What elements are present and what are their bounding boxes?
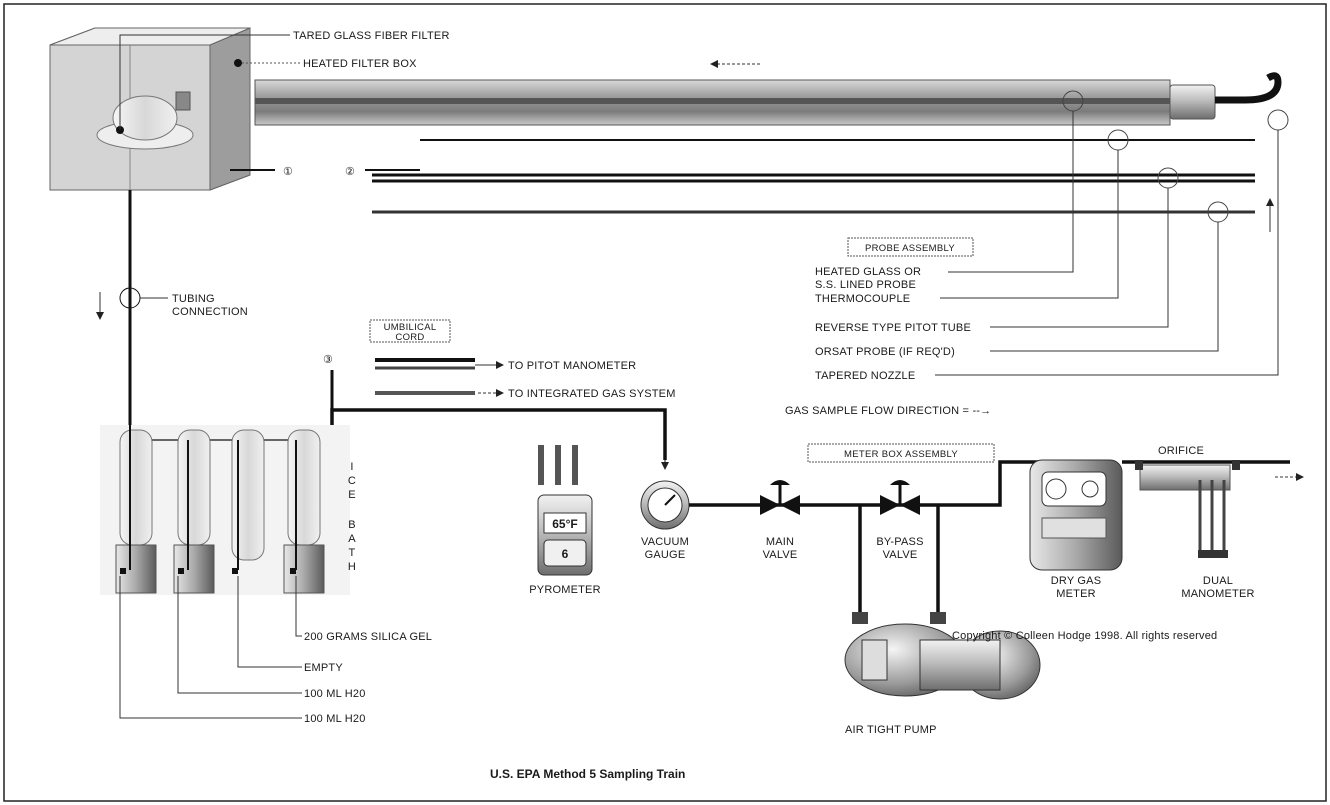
heated-box-dot — [234, 59, 242, 67]
silica-gel-label: 200 GRAMS SILICA GEL — [304, 631, 432, 643]
connection-2-label: ② — [345, 166, 355, 178]
h2o-label-a: 100 ML H20 — [304, 688, 366, 700]
dry-gas-meter — [1029, 459, 1123, 571]
heated-box-label: HEATED FILTER BOX — [303, 58, 417, 70]
nozzle-label: TAPERED NOZZLE — [815, 370, 915, 382]
pyrometer-reading: 65°F — [552, 517, 577, 531]
pyrometer — [537, 445, 593, 576]
dry-gas-meter-label-1: DRY GAS — [1051, 575, 1102, 587]
to-gas-label: TO INTEGRATED GAS SYSTEM — [508, 388, 676, 400]
nozzle-marker-circle — [1267, 109, 1289, 131]
main-valve-label-2: VALVE — [763, 549, 798, 561]
meter-box-header: METER BOX ASSEMBLY — [844, 449, 958, 460]
tubing-label-2: CONNECTION — [172, 306, 248, 318]
air-tight-pump — [844, 612, 1041, 700]
meter-box-header-box — [807, 443, 995, 463]
dry-gas-meter-label-2: METER — [1056, 588, 1096, 600]
umbilical-box — [369, 319, 451, 343]
leader-silica — [295, 576, 302, 637]
copyright-notice: Copyright © Colleen Hodge 1998. All righ… — [952, 630, 1217, 642]
dual-manometer-label-1: DUAL — [1203, 575, 1233, 587]
leader-h2o-b — [119, 576, 302, 719]
pyrometer-dial: 6 — [562, 547, 569, 561]
leader-heated-probe — [948, 111, 1074, 273]
pipe-to-meter — [938, 460, 1040, 507]
page-border — [3, 3, 1327, 802]
umbilical-header-1: UMBILICAL — [384, 322, 437, 333]
to-pitot-label: TO PITOT MANOMETER — [508, 360, 636, 372]
leader-nozzle — [935, 130, 1279, 376]
leader-pitot — [990, 188, 1169, 328]
leader-empty — [237, 576, 302, 668]
pitot-marker-circle — [1157, 167, 1179, 189]
impinger-train — [100, 425, 350, 595]
main-valve — [760, 480, 800, 515]
main-valve-label-1: MAIN — [766, 536, 794, 548]
bypass-valve — [880, 480, 920, 515]
bypass-valve-label-1: BY-PASS — [876, 536, 923, 548]
dual-manometer-label-2: MANOMETER — [1181, 588, 1254, 600]
connection-1-label: ① — [283, 166, 293, 178]
pipe-to-gauge — [330, 408, 667, 460]
bypass-valve-label-2: VALVE — [883, 549, 918, 561]
h2o-label-b: 100 ML H20 — [304, 713, 366, 725]
pitot-tube-label: REVERSE TYPE PITOT TUBE — [815, 322, 971, 334]
empty-label: EMPTY — [304, 662, 343, 674]
pyrometer-label: PYROMETER — [529, 584, 600, 596]
pump-label: AIR TIGHT PUMP — [845, 724, 937, 736]
dual-manometer — [1135, 460, 1240, 558]
heated-probe-label-1: HEATED GLASS OR — [815, 266, 921, 278]
diagram-title: U.S. EPA Method 5 Sampling Train — [490, 767, 685, 781]
heated-probe-label-2: S.S. LINED PROBE — [815, 279, 916, 291]
heated-filter-box — [49, 27, 251, 191]
umbilical-header-2: CORD — [395, 332, 424, 343]
leader-orsat — [990, 222, 1219, 352]
leader-thermocouple — [940, 150, 1119, 299]
probe-assembly-box — [847, 237, 974, 257]
vacuum-gauge-label-2: GAUGE — [645, 549, 686, 561]
orifice-label: ORIFICE — [1158, 445, 1204, 457]
vacuum-gauge-label-1: VACUUM — [641, 536, 689, 548]
vacuum-gauge — [640, 480, 690, 530]
probe-assembly-header: PROBE ASSEMBLY — [865, 243, 955, 254]
leader-tared-filter — [119, 34, 290, 130]
heated-probe — [254, 72, 1282, 126]
flow-legend: GAS SAMPLE FLOW DIRECTION = --→ — [785, 405, 991, 417]
leader-h2o-a — [177, 576, 302, 694]
orsat-probe-label: ORSAT PROBE (IF REQ'D) — [815, 346, 955, 358]
connection-3-label: ③ — [323, 354, 333, 366]
tared-filter-label: TARED GLASS FIBER FILTER — [293, 30, 450, 42]
tubing-label-1: TUBING — [172, 293, 215, 305]
thermocouple-label: THERMOCOUPLE — [815, 293, 910, 305]
